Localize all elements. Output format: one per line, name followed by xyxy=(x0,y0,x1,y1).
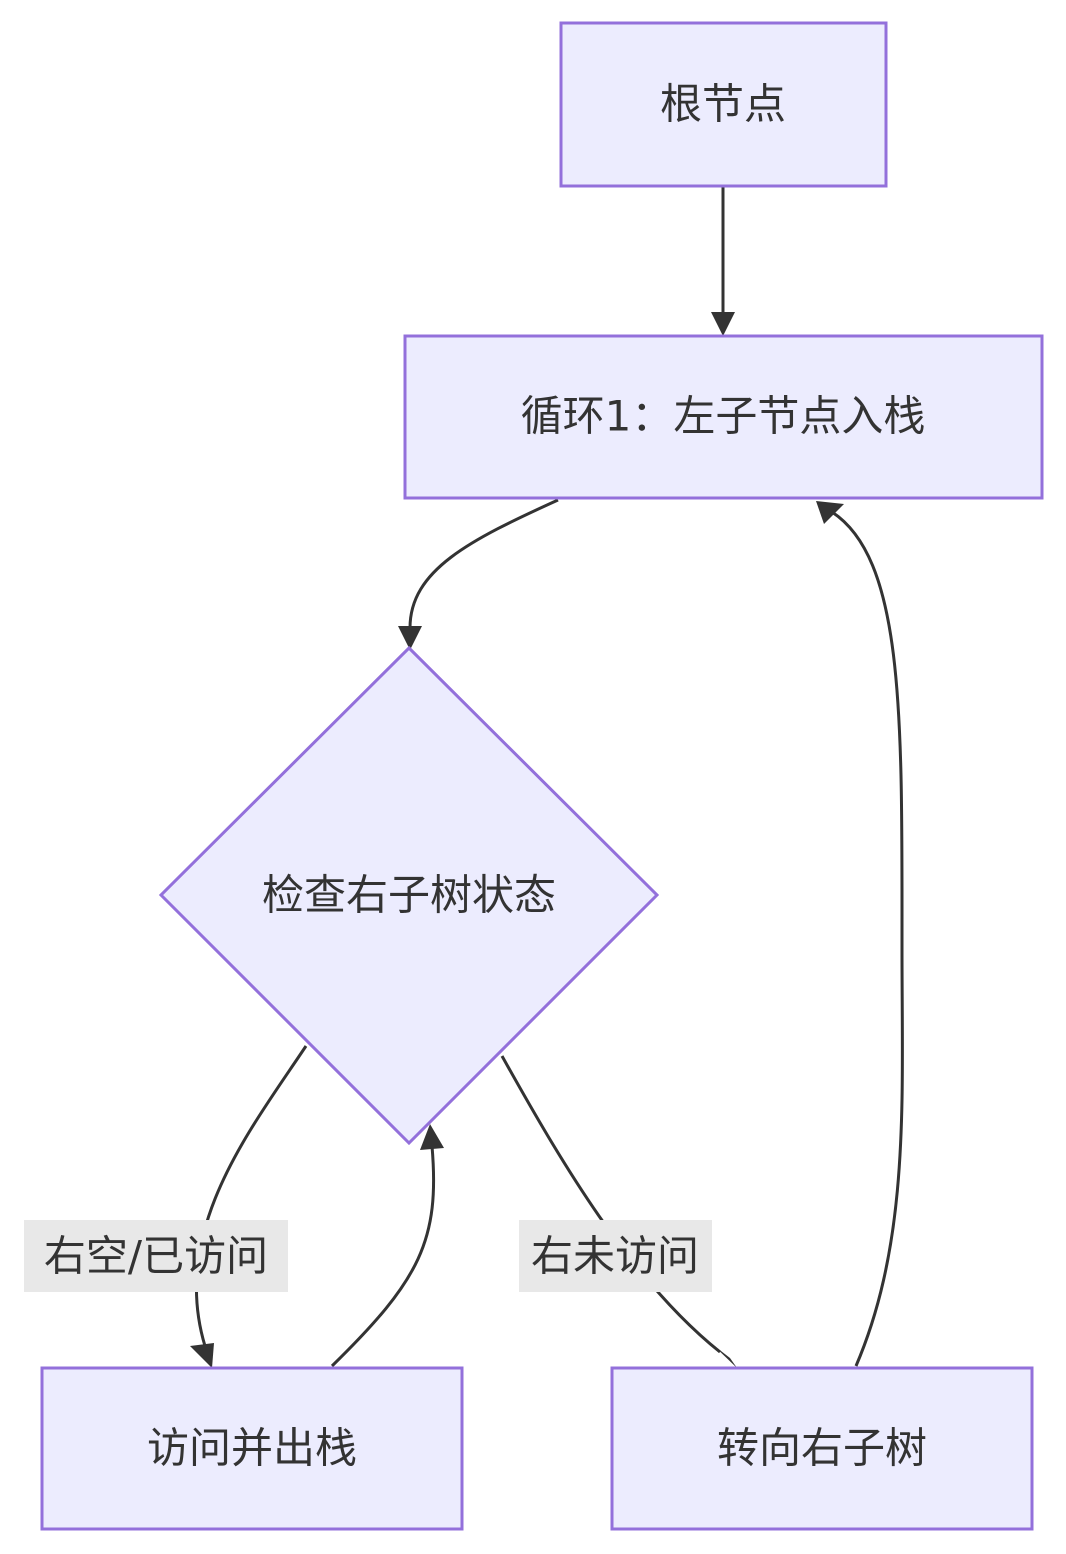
edge-label-right-unvisited-text: 右未访问 xyxy=(531,1232,699,1281)
arrowhead-turn-to-loop xyxy=(816,501,844,524)
node-root-label: 根节点 xyxy=(660,80,786,129)
arrowhead-loop-to-check xyxy=(398,626,422,650)
node-check: 检查右子树状态 xyxy=(158,645,660,1146)
node-loop-label: 循环1：左子节点入栈 xyxy=(521,392,926,441)
node-turn: 转向右子树 xyxy=(610,1366,1034,1531)
node-root-box xyxy=(559,21,888,188)
edge-visit-to-check xyxy=(330,1145,436,1368)
arrowhead-check-to-visit xyxy=(190,1343,214,1368)
node-visit-box xyxy=(40,1366,464,1531)
arrowhead-root-to-loop xyxy=(711,312,735,336)
node-turn-box xyxy=(610,1366,1034,1531)
edge-check-to-visit xyxy=(194,1045,308,1347)
edge-label-right-unvisited: 右未访问 xyxy=(519,1220,712,1292)
node-visit-label: 访问并出栈 xyxy=(147,1424,357,1473)
edge-loop-to-check xyxy=(408,498,559,629)
node-check-label: 检查右子树状态 xyxy=(262,871,556,920)
node-loop-box xyxy=(403,334,1044,500)
node-root: 根节点 xyxy=(559,21,888,188)
node-check-diamond xyxy=(158,645,660,1146)
edges xyxy=(190,187,904,1368)
node-visit: 访问并出栈 xyxy=(40,1366,464,1531)
edge-label-right-empty-text: 右空/已访问 xyxy=(44,1232,268,1281)
arrowhead-visit-to-check xyxy=(420,1124,444,1150)
edge-label-right-empty-bg xyxy=(24,1220,288,1292)
node-turn-label: 转向右子树 xyxy=(717,1424,927,1473)
edge-turn-to-loop xyxy=(831,510,904,1367)
arrowhead-check-to-turn xyxy=(712,1344,737,1368)
node-loop: 循环1：左子节点入栈 xyxy=(403,334,1044,500)
edge-check-to-turn xyxy=(500,1055,721,1354)
nodes: 根节点 循环1：左子节点入栈 检查右子树状态 访问并出栈 转向右子树 xyxy=(40,21,1044,1531)
edge-label-right-unvisited-bg xyxy=(519,1220,712,1292)
edge-labels: 右空/已访问 右未访问 xyxy=(24,1220,712,1292)
edge-label-right-empty: 右空/已访问 xyxy=(24,1220,288,1292)
